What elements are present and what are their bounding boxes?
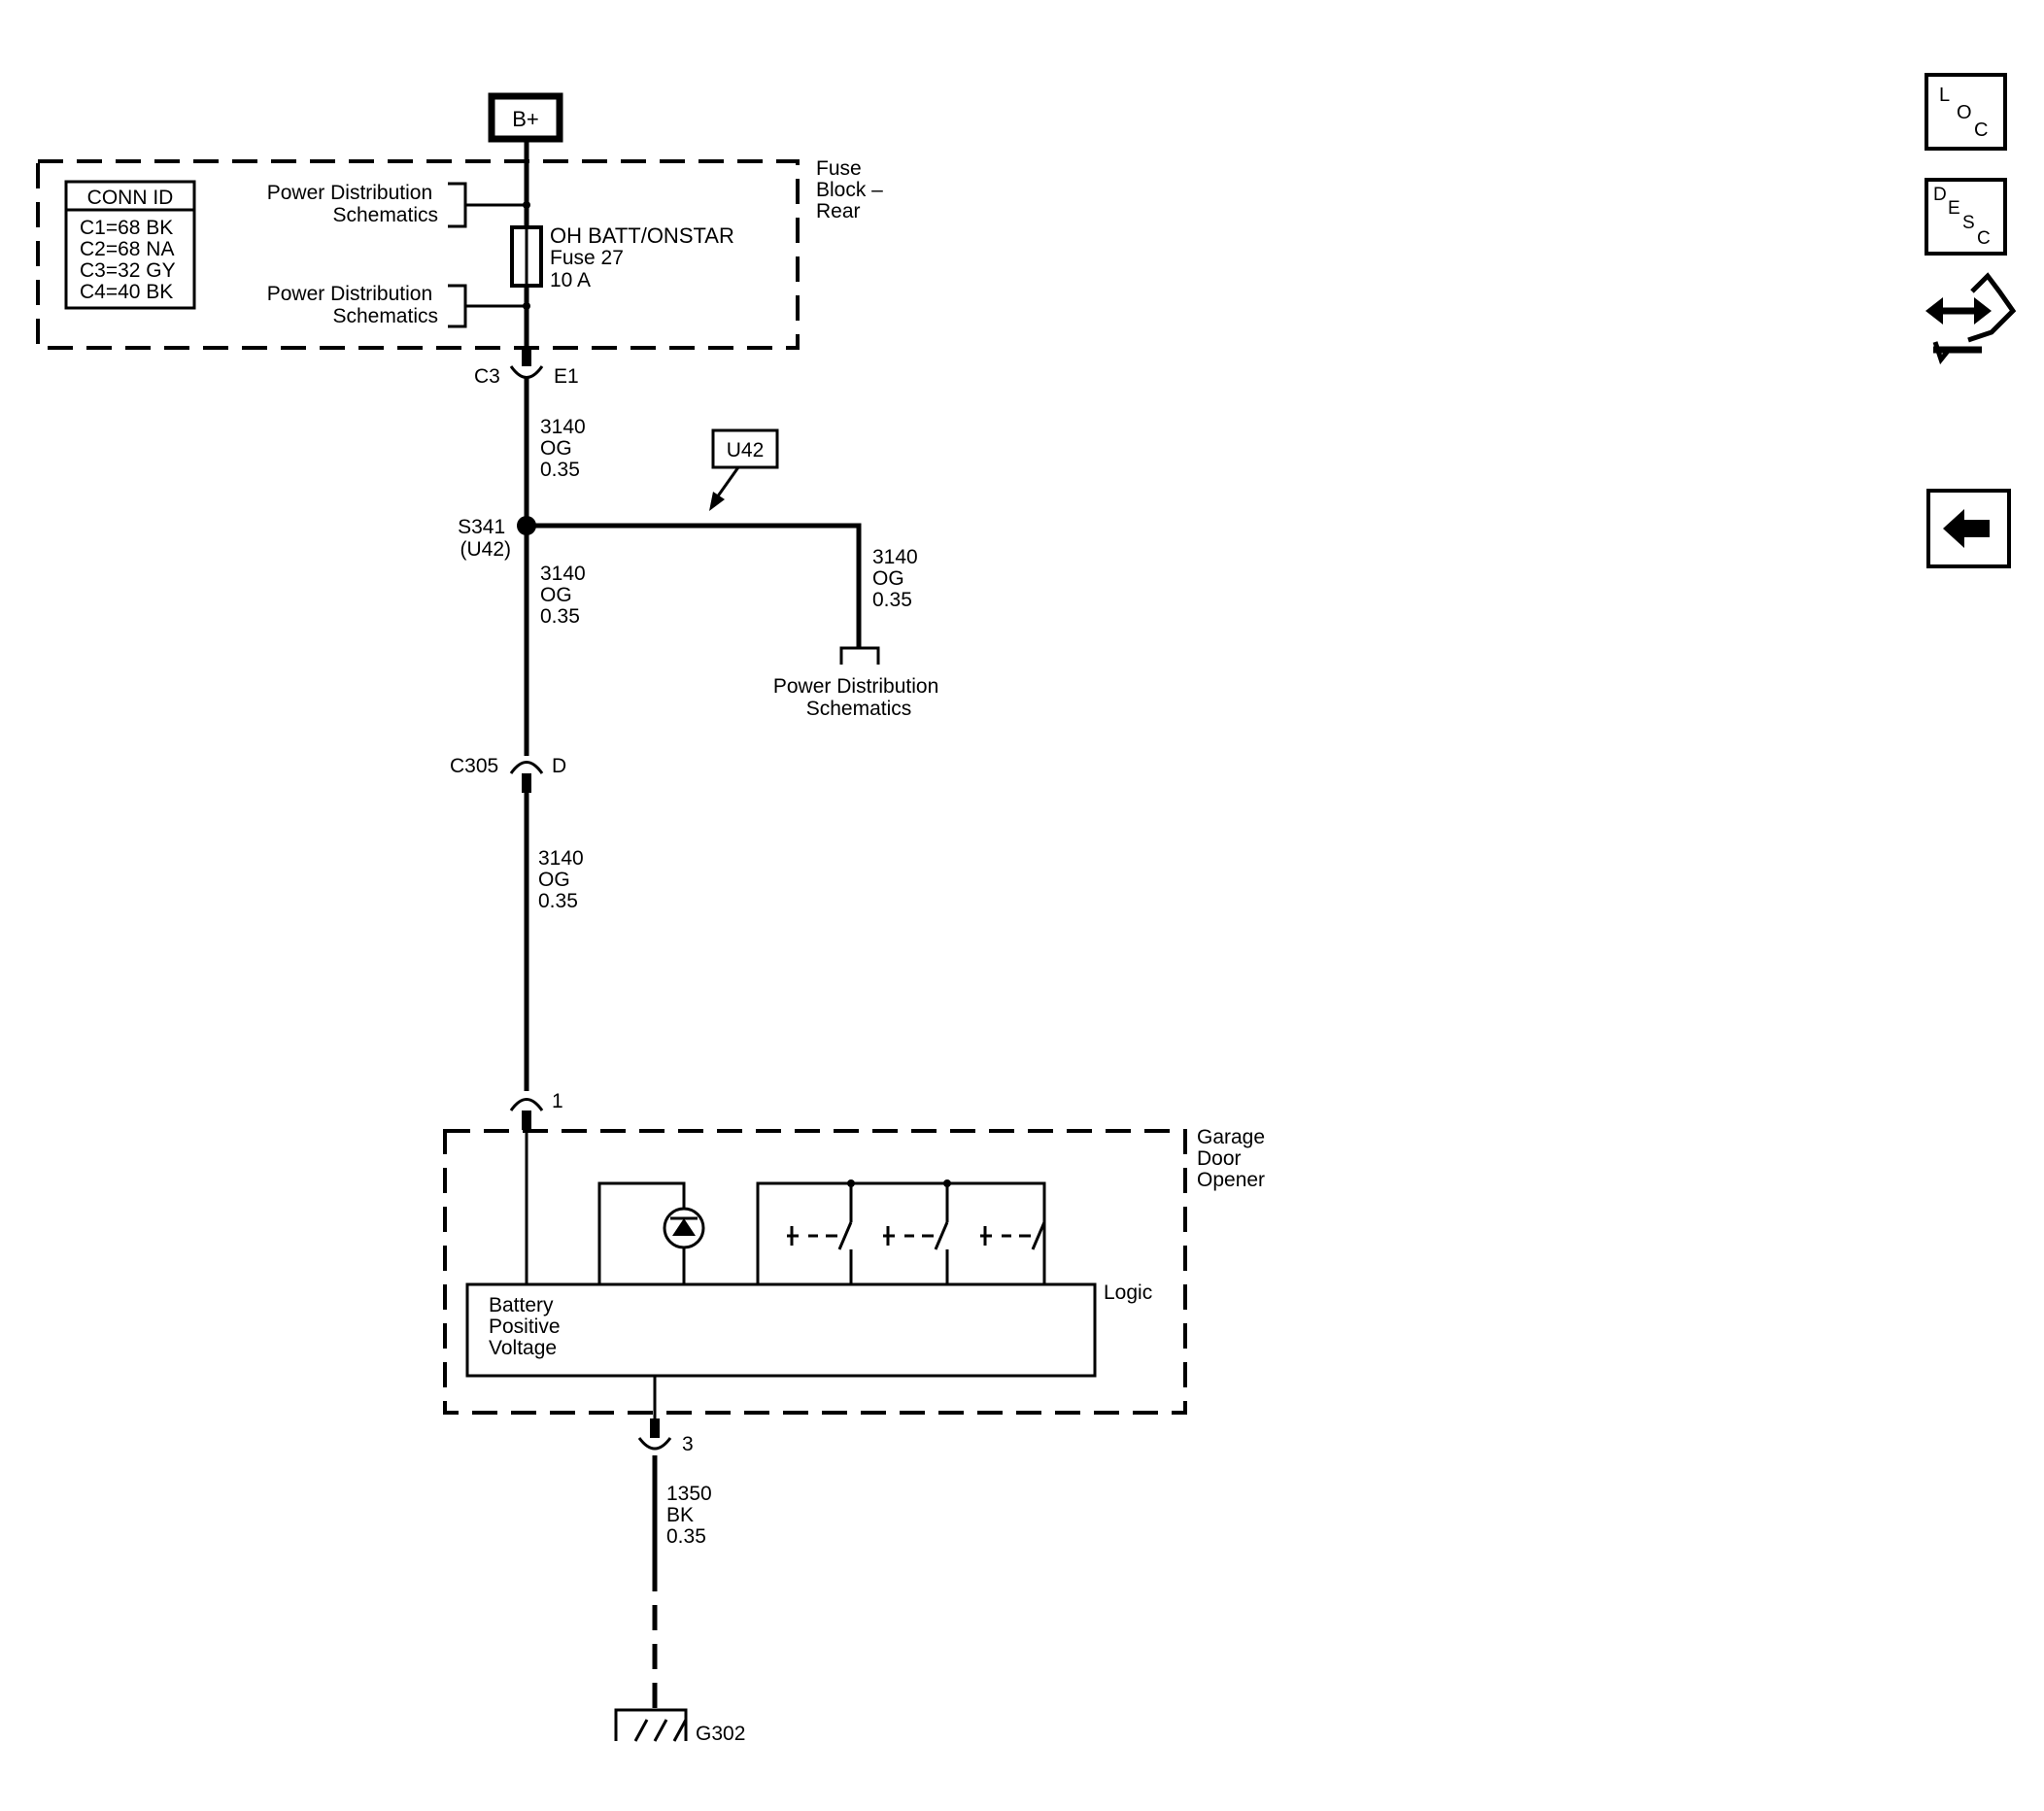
svg-text:D: D xyxy=(1933,185,1947,205)
garage-door-opener-outline xyxy=(443,1129,1187,1415)
switch-button-2 xyxy=(883,1221,949,1284)
conn-id-row: C3=32 GY xyxy=(80,259,176,282)
wire-label-1350: 1350 BK 0.35 xyxy=(666,1483,718,1548)
u42-pointer-line xyxy=(715,466,740,498)
connector-gdo-pin1-label: 1 xyxy=(552,1090,563,1112)
fuse-block-name: Fuse Block – Rear xyxy=(816,157,889,222)
wire-label-3140-lower: 3140 OG 0.35 xyxy=(538,847,590,912)
power-distribution-ref-top[interactable]: Power Distribution Schematics xyxy=(267,182,438,226)
left-arrow-icon xyxy=(1943,509,1990,548)
wire-label-3140-middle: 3140 OG 0.35 xyxy=(540,563,592,628)
connector-gdo-pin3-label: 3 xyxy=(682,1433,694,1455)
connector-c3-symbol xyxy=(509,365,544,379)
connector-gdo-pin3 xyxy=(650,1418,660,1438)
switch-button-1 xyxy=(787,1221,853,1284)
conn-id-table: CONN ID C1=68 BK C2=68 NA C3=32 GY C4=40… xyxy=(64,180,196,310)
indicator-diode-triangle xyxy=(672,1218,696,1236)
power-distribution-ref-bottom[interactable]: Power Distribution Schematics xyxy=(267,283,438,327)
connector-e1-label: E1 xyxy=(554,365,579,388)
back-button[interactable] xyxy=(1926,489,2011,568)
garage-door-opener-name: Garage Door Opener xyxy=(1197,1126,1271,1191)
splice-s341-label: S341 (U42) xyxy=(458,516,511,561)
connector-c3-label: C3 xyxy=(474,365,500,388)
wire-label-3140-branch: 3140 OG 0.35 xyxy=(872,546,924,611)
logic-block xyxy=(465,1282,1097,1378)
battery-positive-label: B+ xyxy=(512,107,539,131)
u42-tag-box xyxy=(711,428,779,469)
connector-c305-pin xyxy=(522,773,531,793)
logic-label: Logic xyxy=(1104,1281,1152,1304)
svg-text:S: S xyxy=(1962,213,1975,233)
u42-arrow-head xyxy=(709,492,725,511)
description-button[interactable]: D E S C xyxy=(1925,178,2007,256)
ground-g302-label: G302 xyxy=(696,1723,745,1745)
connector-gdo-pin1 xyxy=(522,1111,531,1130)
power-distribution-ref-branch[interactable]: Power Distribution Schematics xyxy=(773,675,944,720)
svg-text:O: O xyxy=(1957,102,1972,123)
connector-c3-pin xyxy=(522,347,531,366)
ref-bracket-top xyxy=(448,182,527,228)
fuse-block-outline xyxy=(36,159,800,350)
ref-bracket-bottom xyxy=(448,284,527,328)
battery-positive-voltage-label: Battery Positive Voltage xyxy=(489,1294,565,1359)
connector-gdo-pin3-symbol xyxy=(637,1437,672,1451)
switch-bank-bus xyxy=(756,1181,1046,1284)
conn-id-row: C1=68 BK xyxy=(80,217,173,239)
conn-id-row: C4=40 BK xyxy=(80,281,173,303)
connector-c305-label: C305 xyxy=(450,755,498,777)
svg-text:C: C xyxy=(1977,228,1991,249)
connector-end-view-icon[interactable] xyxy=(1925,272,2017,365)
ground-g302-icon xyxy=(614,1708,688,1742)
wire-branch xyxy=(527,523,862,648)
connector-d-label: D xyxy=(552,755,566,777)
wire-label-3140-upper: 3140 OG 0.35 xyxy=(540,416,592,481)
conn-id-row: C2=68 NA xyxy=(80,238,174,260)
svg-text:C: C xyxy=(1974,120,1988,141)
fuse-27-label: OH BATT/ONSTAR Fuse 27 10 A xyxy=(550,223,740,291)
connector-c305-symbol xyxy=(509,761,544,774)
conn-id-title: CONN ID xyxy=(87,187,174,209)
svg-text:L: L xyxy=(1939,85,1950,106)
branch-ref-bracket xyxy=(839,646,880,665)
location-button[interactable]: L O C xyxy=(1925,73,2007,151)
svg-text:E: E xyxy=(1948,198,1960,219)
connector-gdo-pin1-symbol xyxy=(509,1098,544,1111)
u42-tag-label: U42 xyxy=(727,439,765,461)
switch-button-3 xyxy=(980,1221,1046,1284)
